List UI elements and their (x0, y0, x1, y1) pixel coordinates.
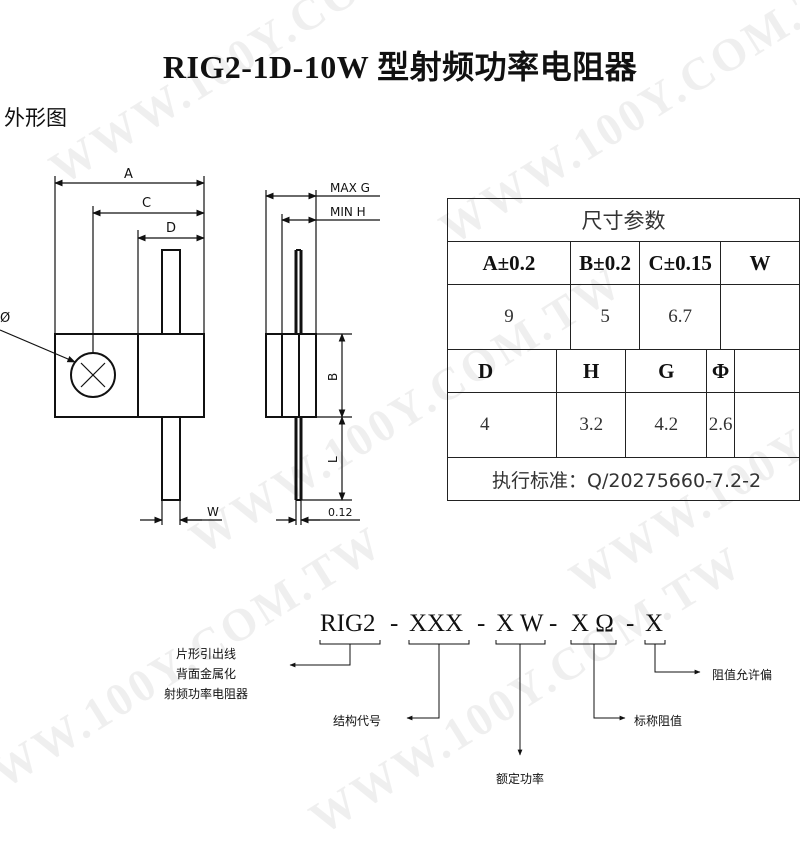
caption-type: 射频功率电阻器 (164, 687, 249, 701)
table-label-cell: W (720, 241, 800, 285)
dim-C-label: C (142, 196, 151, 211)
dim-D-label: D (166, 221, 176, 236)
dim-B-label: B (326, 373, 340, 381)
dim-maxg-label: MAX G (330, 181, 370, 195)
caption-nominal-resistance: 标称阻值 (634, 714, 683, 728)
caption-tolerance: 阻值允许偏 (712, 668, 773, 682)
section-label: 外形图 (4, 106, 67, 130)
pn-seg-structure: XXX (409, 610, 464, 637)
caption-rated-power: 额定功率 (496, 772, 545, 786)
lead-top (161, 249, 181, 335)
page-title: RIG2-1D-10W 型射频功率电阻器 (162, 49, 638, 85)
pn-separator: - (626, 610, 635, 637)
pn-seg-power: X W (496, 610, 544, 637)
table-value-cell: 5 (569, 284, 641, 350)
dim-phi-label: Ø (0, 311, 10, 326)
standard-text: 执行标准：Q/20275660-7.2-2 (447, 457, 800, 501)
table-label-cell: Φ (706, 349, 735, 393)
pn-separator: - (477, 610, 486, 637)
pn-seg-resistance: X Ω (571, 610, 614, 637)
pn-separator: - (549, 610, 558, 637)
table-label-cell: A±0.2 (447, 241, 571, 285)
table-label-cell: D (447, 349, 557, 393)
table-value-cell: 4 (447, 392, 557, 458)
side-body (265, 333, 317, 418)
pn-seg-series: RIG2 (320, 610, 376, 637)
dim-W-label: W (207, 505, 219, 519)
table-value-cell: 9 (447, 284, 571, 350)
caption-structure-code: 结构代号 (333, 714, 382, 728)
table-value-cell: 4.2 (625, 392, 708, 458)
table-label-cell: H (555, 349, 627, 393)
pn-seg-tolerance: X (645, 610, 664, 637)
table-label-cell: B±0.2 (569, 241, 641, 285)
table-label-cell: G (625, 349, 708, 393)
caption-type: 背面金属化 (176, 667, 237, 681)
outline-drawing: A C D Ø W MAX G MIN H B L 0.12 (0, 167, 380, 525)
lead-bottom (161, 416, 181, 501)
table-header: 尺寸参数 (447, 198, 800, 242)
table-value-cell (734, 392, 800, 458)
part-number-leaders (289, 640, 701, 756)
caption-type: 片形引出线 (176, 647, 237, 661)
table-label-cell: C±0.15 (639, 241, 722, 285)
pn-separator: - (390, 610, 399, 637)
table-value-cell (720, 284, 800, 350)
dim-minh-label: MIN H (330, 205, 366, 219)
dim-thickness-label: 0.12 (328, 506, 353, 519)
dim-L-label: L (326, 456, 340, 463)
dimension-table: 尺寸参数 A±0.2 B±0.2 C±0.15 W 9 5 6.7 D H G … (447, 198, 800, 501)
dim-A-label: A (124, 167, 133, 182)
